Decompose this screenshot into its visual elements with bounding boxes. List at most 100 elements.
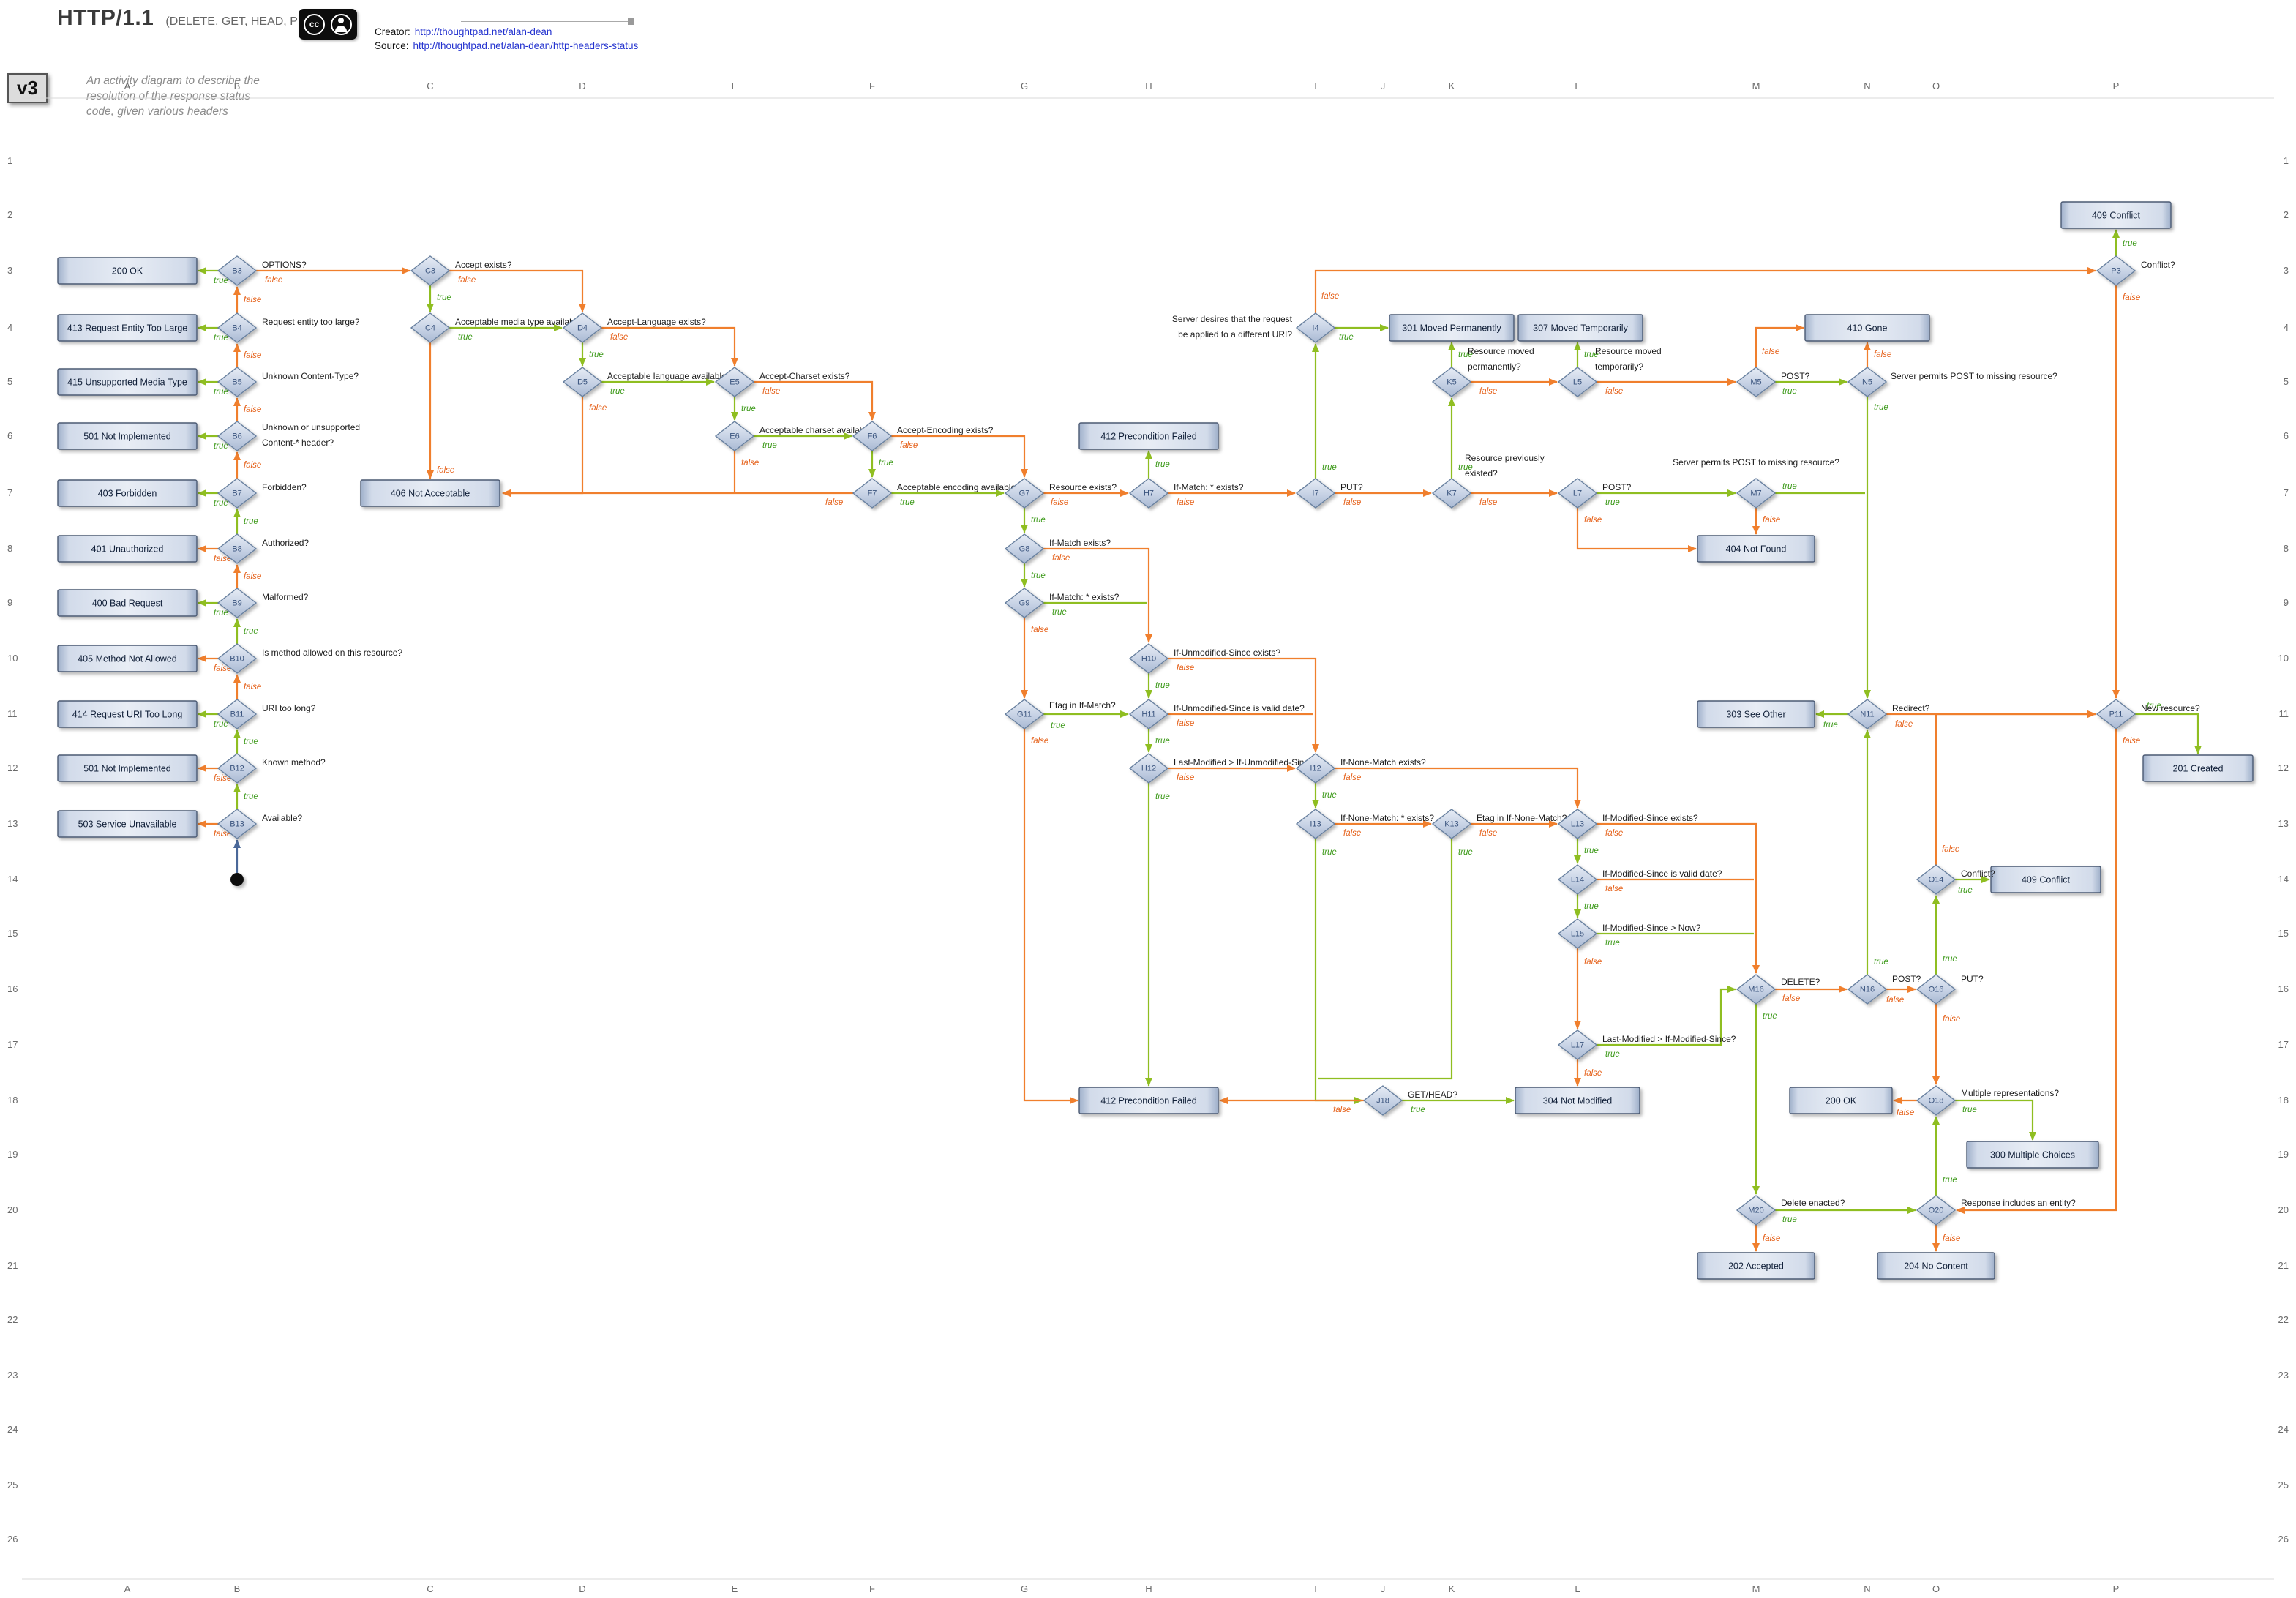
grid-row-label: 23 [2278, 1370, 2289, 1381]
decision-id: P3 [2111, 267, 2120, 276]
edge-guard-label: false [610, 333, 628, 342]
status-box-403: 403 Forbidden [57, 479, 198, 507]
status-box-label: 415 Unsupported Media Type [67, 378, 187, 388]
decision-id: E5 [729, 378, 739, 387]
grid-column-label: K [1449, 1583, 1455, 1594]
status-box-201: 201 Created [2142, 754, 2254, 782]
flow-edge [1314, 839, 1363, 1104]
decision-id: E6 [729, 432, 739, 441]
status-box-label: 405 Method Not Allowed [78, 654, 177, 664]
description-line: code, given various headers [86, 105, 228, 118]
status-box-label: 200 OK [112, 266, 143, 277]
decision-label: If-Modified-Since exists? [1602, 813, 1698, 823]
edge-guard-label: true [214, 499, 228, 508]
source-label: Source: [375, 40, 409, 51]
decision-label: Accept-Charset exists? [759, 371, 850, 381]
status-box-200-ok-a: 200 OK [57, 257, 198, 285]
grid-row-label: 17 [2278, 1039, 2289, 1050]
grid-row-label: 24 [7, 1424, 18, 1435]
creator-link[interactable]: http://thoughtpad.net/alan-dean [414, 26, 552, 37]
edge-guard-label: false [1605, 829, 1623, 838]
edge-guard-label: true [1322, 463, 1337, 472]
grid-row-label: 6 [2284, 430, 2289, 441]
decision-label: Conflict? [2141, 260, 2175, 270]
decision-label: Acceptable charset available? [759, 425, 877, 435]
grid-row-label: 19 [7, 1149, 18, 1160]
decision-id: B12 [230, 765, 244, 773]
edge-guard-label: true [741, 405, 756, 413]
decision-id: K7 [1447, 489, 1456, 498]
decision-id: L15 [1571, 930, 1584, 939]
decision-label: Acceptable encoding available? [897, 482, 1021, 492]
status-box-label: 400 Bad Request [92, 599, 163, 609]
edge-guard-label: true [1051, 721, 1065, 730]
status-box-label: 412 Precondition Failed [1100, 1096, 1196, 1106]
edge-guard-label: false [1177, 719, 1194, 728]
edge-guard-label: true [2123, 239, 2137, 248]
decision-label: Known method? [262, 757, 326, 768]
edge-guard-label: false [437, 466, 454, 475]
edge-guard-label: true [1782, 387, 1797, 396]
edge-guard-label: false [1177, 498, 1194, 507]
grid-row-label: 5 [7, 376, 12, 387]
start-node [230, 873, 244, 886]
edge-guard-label: true [214, 442, 228, 451]
decision-label: Last-Modified > If-Unmodified-Since? [1174, 757, 1318, 768]
status-box-label: 404 Not Found [1726, 544, 1787, 555]
grid-row-label: 23 [7, 1370, 18, 1381]
edge-guard-label: true [1823, 721, 1838, 729]
decision-label: temporarily? [1595, 361, 1643, 372]
decision-label: DELETE? [1781, 977, 1820, 987]
decision-label: Forbidden? [262, 482, 307, 492]
edge-guard-label: false [1943, 1015, 1960, 1024]
status-box-label: 503 Service Unavailable [78, 819, 177, 830]
grid-column-label: A [124, 80, 131, 91]
edge-guard-label: false [1782, 994, 1800, 1003]
edge-guard-label: true [1031, 571, 1046, 580]
decision-id: L17 [1571, 1041, 1584, 1050]
grid-row-label: 1 [2284, 155, 2289, 166]
grid-column-label: B [234, 1583, 241, 1594]
flow-edge [1314, 267, 2096, 313]
decision-label: Server permits POST to missing resource? [1891, 371, 2057, 381]
status-box-409-b: 409 Conflict [1990, 866, 2101, 893]
status-box-label: 401 Unauthorized [91, 544, 164, 555]
decision-label: New resource? [2141, 703, 2200, 713]
decision-label: Server permits POST to missing resource? [1673, 457, 1839, 468]
edge-guard-label: false [1031, 737, 1048, 746]
edge-guard-label: false [244, 572, 261, 581]
edge-guard-label: false [1343, 829, 1361, 838]
decision-label: Unknown Content-Type? [262, 371, 359, 381]
decision-label: existed? [1465, 468, 1498, 479]
edge-guard-label: true [2147, 702, 2161, 710]
grid-row-label: 13 [7, 818, 18, 829]
grid-row-label: 14 [7, 874, 18, 885]
status-box-413: 413 Request Entity Too Large [57, 314, 198, 342]
grid-row-label: 21 [2278, 1260, 2289, 1271]
status-box-200-ok-b: 200 OK [1789, 1087, 1893, 1114]
edge-guard-label: true [1763, 1012, 1777, 1021]
grid-column-label: M [1752, 80, 1760, 91]
decision-label: If-Match: * exists? [1049, 592, 1119, 602]
decision-id: B5 [232, 378, 241, 387]
flow-edge [891, 435, 1028, 478]
source-link[interactable]: http://thoughtpad.net/alan-dean/http-hea… [413, 40, 639, 51]
edge-guard-label: true [244, 627, 258, 636]
decision-id: B3 [232, 267, 241, 276]
edge-guard-label: false [1321, 292, 1339, 301]
decision-label: If-Modified-Since > Now? [1602, 923, 1701, 933]
grid-row-label: 9 [2284, 597, 2289, 608]
decision-b5: B5 Unknown Content-Type? [217, 367, 359, 397]
description-line: An activity diagram to describe the [86, 75, 260, 87]
decision-id: F7 [868, 489, 877, 498]
decision-label: Acceptable media type available? [455, 317, 586, 327]
flow-edge [1956, 729, 2117, 1214]
